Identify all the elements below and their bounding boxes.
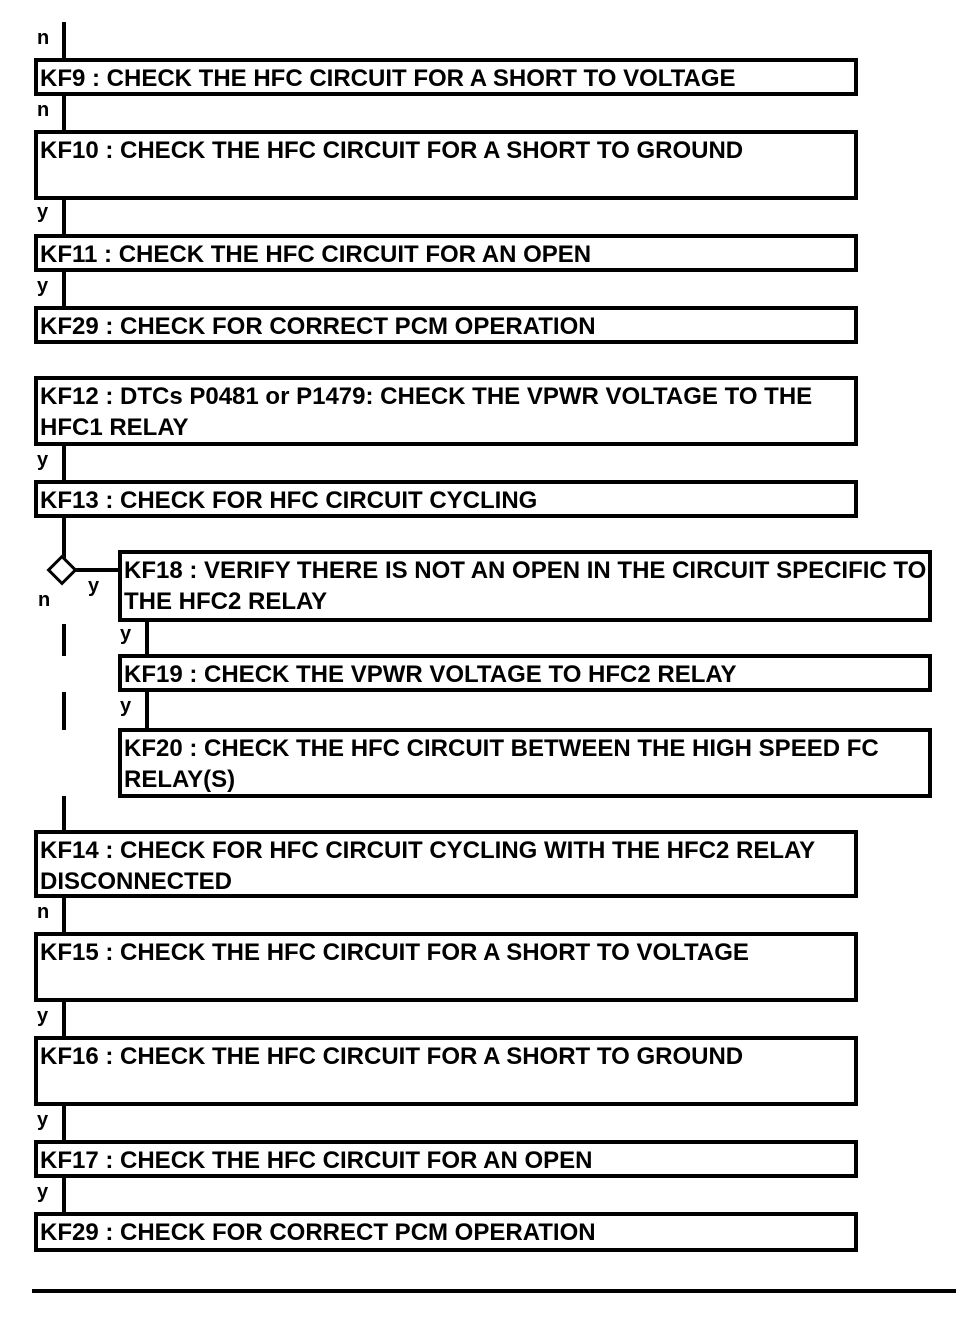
connector-line xyxy=(62,94,66,132)
branch-label-yes: y xyxy=(120,623,132,645)
step-box-kf16: KF16 : CHECK THE HFC CIRCUIT FOR A SHORT… xyxy=(34,1036,858,1106)
branch-label-yes: y xyxy=(120,695,132,717)
step-box-kf14: KF14 : CHECK FOR HFC CIRCUIT CYCLING WIT… xyxy=(34,830,858,898)
connector-line xyxy=(74,568,120,572)
step-box-kf13: KF13 : CHECK FOR HFC CIRCUIT CYCLING xyxy=(34,480,858,518)
branch-label-yes: y xyxy=(37,449,49,471)
step-box-kf9: KF9 : CHECK THE HFC CIRCUIT FOR A SHORT … xyxy=(34,58,858,96)
step-box-kf15: KF15 : CHECK THE HFC CIRCUIT FOR A SHORT… xyxy=(34,932,858,1002)
connector-line xyxy=(62,270,66,308)
decision-diamond xyxy=(46,554,78,586)
connector-line xyxy=(62,796,66,832)
step-box-kf11: KF11 : CHECK THE HFC CIRCUIT FOR AN OPEN xyxy=(34,234,858,272)
step-box-kf29: KF29 : CHECK FOR CORRECT PCM OPERATION xyxy=(34,306,858,344)
step-box-kf29-second: KF29 : CHECK FOR CORRECT PCM OPERATION xyxy=(34,1212,858,1252)
branch-label-yes: y xyxy=(37,275,49,297)
branch-label-yes: y xyxy=(88,575,100,597)
branch-label-no: n xyxy=(38,589,51,611)
branch-label-no: n xyxy=(37,901,50,923)
bottom-divider xyxy=(32,1289,956,1293)
step-box-kf18: KF18 : VERIFY THERE IS NOT AN OPEN IN TH… xyxy=(118,550,932,622)
step-box-kf20: KF20 : CHECK THE HFC CIRCUIT BETWEEN THE… xyxy=(118,728,932,798)
connector-line xyxy=(62,198,66,236)
step-box-kf12: KF12 : DTCs P0481 or P1479: CHECK THE VP… xyxy=(34,376,858,446)
branch-label-yes: y xyxy=(37,1109,49,1131)
branch-label-yes: y xyxy=(37,1181,49,1203)
connector-line xyxy=(145,690,149,730)
branch-label-yes: y xyxy=(37,1005,49,1027)
connector-line xyxy=(145,620,149,656)
step-box-kf19: KF19 : CHECK THE VPWR VOLTAGE TO HFC2 RE… xyxy=(118,654,932,692)
connector-line xyxy=(62,624,66,656)
branch-label-yes: y xyxy=(37,201,49,223)
connector-line xyxy=(62,896,66,934)
branch-label-no: n xyxy=(37,99,50,121)
connector-line xyxy=(62,516,66,561)
connector-line xyxy=(62,22,66,58)
connector-line xyxy=(62,692,66,730)
connector-line xyxy=(62,1176,66,1214)
connector-line xyxy=(62,1000,66,1038)
step-box-kf10: KF10 : CHECK THE HFC CIRCUIT FOR A SHORT… xyxy=(34,130,858,200)
connector-line xyxy=(62,444,66,482)
connector-line xyxy=(62,1104,66,1142)
branch-label-no: n xyxy=(37,27,50,49)
step-box-kf17: KF17 : CHECK THE HFC CIRCUIT FOR AN OPEN xyxy=(34,1140,858,1178)
